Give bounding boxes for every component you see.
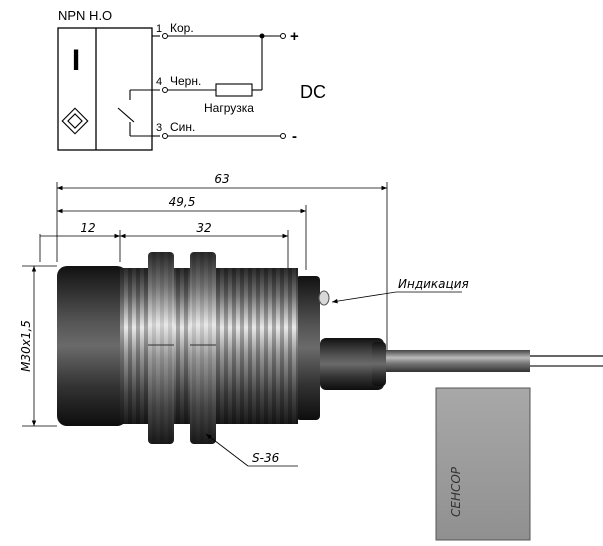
callouts xyxy=(205,291,462,467)
pin-1-number: 1 xyxy=(156,23,162,35)
plus-sign: + xyxy=(290,28,299,45)
indicator-label: Индикация xyxy=(398,277,469,291)
dim-thread-size-text: M30x1,5 xyxy=(19,320,33,372)
load-resistor xyxy=(215,83,253,97)
pin-4-terminal xyxy=(162,87,168,93)
load-label: Нагрузка xyxy=(204,101,254,115)
pin-3-label: Син. xyxy=(170,120,195,134)
sensor-cable xyxy=(380,350,530,372)
sensor-block-mark: I xyxy=(72,44,80,77)
dim-front-text: 12 xyxy=(80,221,95,235)
sensor-block xyxy=(57,27,153,151)
rear-cable-gland xyxy=(320,338,384,390)
pin-1-label: Кор. xyxy=(170,21,194,35)
indicator-leader xyxy=(331,291,397,304)
label-tag-text: СЕНСОР xyxy=(449,466,463,517)
inductive-sensor-icon xyxy=(61,107,89,135)
indicator-led xyxy=(318,290,330,306)
dim-body-text: 49,5 xyxy=(169,195,196,209)
dim-total-text: 63 xyxy=(214,172,229,186)
nut-leader xyxy=(205,433,249,467)
pin-3-terminal xyxy=(162,133,168,139)
plus-terminal xyxy=(280,33,286,39)
label-tag xyxy=(435,387,531,541)
hex-nut-front xyxy=(148,252,174,444)
pin-4-label: Черн. xyxy=(170,74,201,88)
hex-nut-rear xyxy=(190,252,216,444)
minus-terminal xyxy=(280,133,286,139)
pin-4-number: 4 xyxy=(156,76,162,88)
rear-cap xyxy=(296,276,320,420)
dim-thread-text: 32 xyxy=(196,221,211,235)
sensor-body: СЕНСОР xyxy=(57,252,603,541)
pin-3-number: 3 xyxy=(156,122,162,134)
switch-symbol xyxy=(117,89,160,137)
wiring-schematic: NPN Н.О I 1 Кор. + 4 Черн. Наг xyxy=(57,8,326,151)
minus-sign: - xyxy=(292,128,297,145)
nut-label: S-36 xyxy=(252,451,280,465)
pin-1-terminal xyxy=(162,33,168,39)
dimensions xyxy=(22,182,388,427)
sensing-face xyxy=(57,266,127,426)
schematic-title: NPN Н.О xyxy=(58,8,112,23)
supply-label: DC xyxy=(300,82,326,102)
